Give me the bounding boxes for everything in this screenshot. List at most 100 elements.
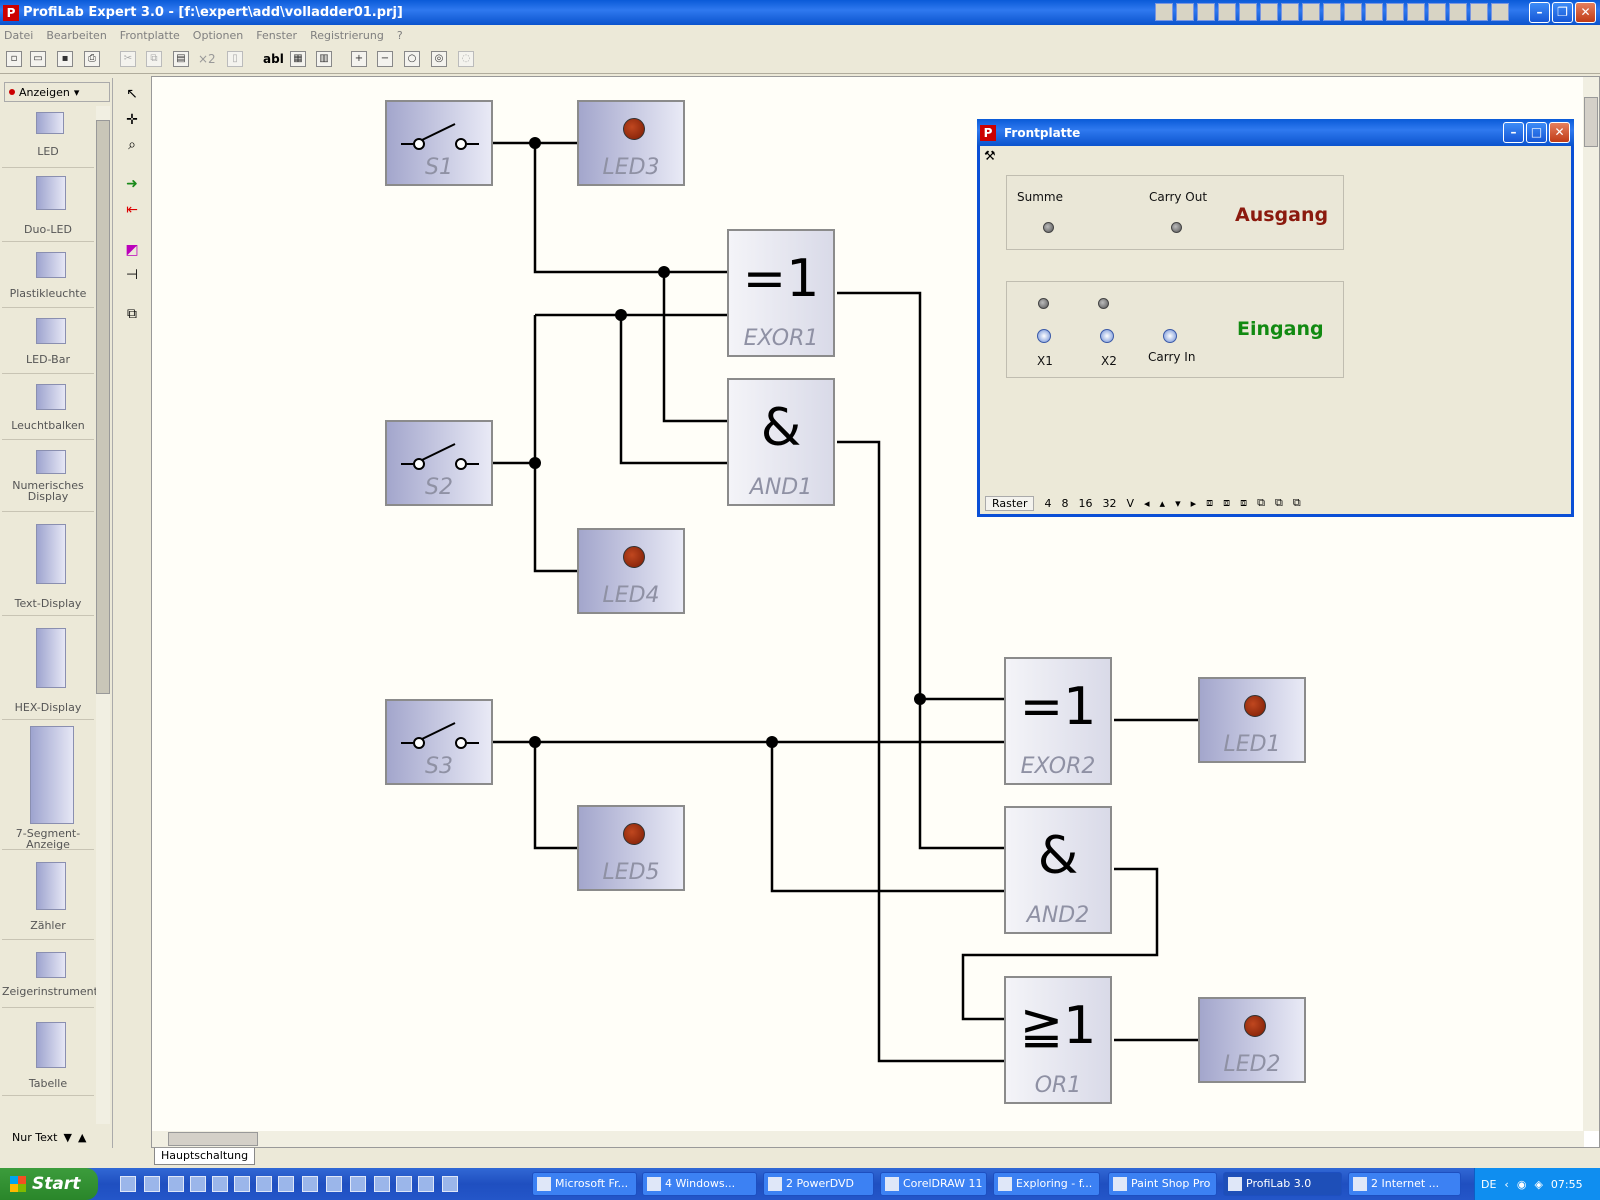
palette-item-leuchtbalken[interactable]: Leuchtbalken	[2, 374, 94, 440]
connector-icon[interactable]: ⊣	[125, 267, 139, 283]
tab-hauptschaltung[interactable]: Hauptschaltung	[154, 1148, 256, 1165]
zoom-icon[interactable]: ○	[404, 51, 420, 67]
copy-icon[interactable]: ⧉	[146, 51, 162, 67]
palette-item-text-display[interactable]: Text-Display	[2, 512, 94, 616]
palette-category-dropdown[interactable]: Anzeigen ▾	[4, 82, 110, 102]
taskbar-item-coreldraw[interactable]: CorelDRAW 11	[880, 1172, 987, 1196]
palette-scroll-thumb[interactable]	[96, 120, 110, 694]
taskbar-item-exploring[interactable]: Exploring - f...	[993, 1172, 1100, 1196]
taskbar-item-powerdvd[interactable]: 2 PowerDVD	[763, 1172, 874, 1196]
menu-fenster[interactable]: Fenster	[256, 28, 298, 42]
switch-s3[interactable]: S3	[385, 699, 493, 785]
quick-launch-icon-15[interactable]	[442, 1176, 458, 1192]
print-icon[interactable]: ⎙	[84, 51, 100, 67]
led-led4[interactable]: LED4	[577, 528, 685, 614]
paste-icon[interactable]: ▤	[173, 51, 189, 67]
horizontal-scroll-thumb[interactable]	[168, 1132, 258, 1146]
app-icon-11[interactable]	[1365, 3, 1383, 21]
grid-32-option[interactable]: 32	[1102, 496, 1117, 510]
quick-launch-icon-3[interactable]	[168, 1176, 184, 1192]
cut-icon[interactable]: ✂	[120, 51, 136, 67]
canvas-vertical-scrollbar[interactable]	[1583, 77, 1599, 1131]
tools-icon[interactable]: ⚒	[984, 149, 996, 164]
same-size-icon[interactable]: ⧉	[1292, 496, 1301, 509]
palette-item-7-segment[interactable]: 7-Segment-Anzeige	[2, 720, 94, 850]
quick-launch-icon-13[interactable]	[396, 1176, 412, 1192]
quick-launch-icon-12[interactable]	[374, 1176, 390, 1192]
arrow-up-icon[interactable]: ▲	[77, 1130, 87, 1144]
open-folder-icon[interactable]: ▭	[30, 51, 46, 67]
menu-registrierung[interactable]: Registrierung	[310, 28, 384, 42]
gate-exor1[interactable]: =1 EXOR1	[727, 229, 835, 357]
text-tool-button[interactable]: abl	[263, 52, 284, 66]
grid-icon[interactable]: ▦	[290, 51, 306, 67]
align-up-icon[interactable]: ▴	[1159, 496, 1166, 510]
palette-item-zeigerinstrument[interactable]: Zeigerinstrument	[2, 940, 98, 1008]
quick-launch-profilab-icon[interactable]	[212, 1176, 228, 1192]
minimize-button[interactable]: –	[1529, 2, 1550, 23]
app-icon-5[interactable]	[1239, 3, 1257, 21]
close-button[interactable]: ✕	[1549, 122, 1570, 143]
raster-button[interactable]: Raster	[985, 495, 1035, 511]
window-arrange-icon[interactable]: ⧉	[127, 306, 137, 322]
minimize-button[interactable]: –	[1503, 122, 1524, 143]
arrow-down-icon[interactable]: ▼	[63, 1130, 72, 1144]
duplicate-x2-button[interactable]: ×2	[198, 52, 216, 66]
center-vertical-icon[interactable]: ⧉	[1275, 496, 1283, 509]
magnifier-tool-icon[interactable]: ⌕	[128, 137, 136, 153]
palette-item-zaehler[interactable]: Zähler	[2, 850, 94, 940]
zoom-in-icon[interactable]: +	[351, 51, 367, 67]
distribute-icon[interactable]: ⧈	[1206, 496, 1214, 509]
zoom-fit-icon[interactable]: ◎	[431, 51, 447, 67]
app-icon-3[interactable]	[1197, 3, 1215, 21]
quick-launch-icon-6[interactable]	[234, 1176, 250, 1192]
grid-v-option[interactable]: V	[1126, 496, 1135, 510]
carry-in-switch[interactable]	[1163, 329, 1177, 343]
clock[interactable]: 07:55	[1550, 1177, 1583, 1191]
pointer-tool-icon[interactable]: ↖	[126, 86, 138, 102]
gate-and2[interactable]: & AND2	[1004, 806, 1112, 934]
led-led1[interactable]: LED1	[1198, 677, 1306, 763]
palette-scrollbar[interactable]	[96, 106, 110, 1124]
profilab-app-icon[interactable]: P	[3, 4, 19, 21]
gate-or1[interactable]: ≧1 OR1	[1004, 976, 1112, 1104]
align-down-icon[interactable]: ▾	[1175, 496, 1181, 510]
restore-button[interactable]: ❐	[1552, 2, 1573, 23]
network-icon[interactable]: ◈	[1534, 1177, 1543, 1191]
table-icon[interactable]: ▥	[316, 51, 332, 67]
wire-tool-icon[interactable]: ✛	[126, 112, 138, 128]
palette-item-duo-led[interactable]: Duo-LED	[2, 168, 94, 242]
tray-arrow-icon[interactable]: ‹	[1504, 1177, 1509, 1191]
app-icon-7[interactable]	[1281, 3, 1299, 21]
switch-s2[interactable]: S2	[385, 420, 493, 506]
run-arrow-icon[interactable]: ➜	[126, 176, 138, 192]
app-icon-1[interactable]	[1155, 3, 1173, 21]
grid-4-option[interactable]: 4	[1044, 496, 1052, 510]
x1-switch[interactable]	[1037, 329, 1051, 343]
app-icon-16[interactable]	[1470, 3, 1488, 21]
led-led2[interactable]: LED2	[1198, 997, 1306, 1083]
quick-launch-icon-8[interactable]	[278, 1176, 294, 1192]
app-icon-2[interactable]	[1176, 3, 1194, 21]
close-button[interactable]: ✕	[1575, 2, 1596, 23]
palette-item-numeric-display[interactable]: Numerisches Display	[2, 440, 94, 512]
quick-launch-icon-9[interactable]	[302, 1176, 318, 1192]
mail-icon[interactable]	[1218, 3, 1236, 21]
distribute-vertical-icon[interactable]: ⧈	[1223, 496, 1231, 509]
app-icon-17[interactable]	[1491, 3, 1509, 21]
quick-launch-icon-4[interactable]	[190, 1176, 206, 1192]
zoom-reset-icon[interactable]: ◌	[458, 51, 474, 67]
align-right-icon[interactable]: ▸	[1190, 496, 1197, 510]
new-file-icon[interactable]: ▫	[6, 51, 22, 67]
taskbar-item-microsoft[interactable]: Microsoft Fr...	[532, 1172, 637, 1196]
menu-frontplatte[interactable]: Frontplatte	[119, 28, 180, 42]
delete-icon[interactable]: ▯	[227, 51, 243, 67]
quick-launch-icon-14[interactable]	[418, 1176, 434, 1192]
taskbar-item-profilab[interactable]: ProfiLab 3.0	[1223, 1172, 1342, 1196]
app-icon-8[interactable]	[1302, 3, 1320, 21]
maximize-button[interactable]: □	[1526, 122, 1547, 143]
palette-item-led-bar[interactable]: LED-Bar	[2, 308, 94, 374]
menu-datei[interactable]: Datei	[4, 28, 34, 42]
color-tool-icon[interactable]: ◩	[125, 242, 139, 258]
led-led5[interactable]: LED5	[577, 805, 685, 891]
